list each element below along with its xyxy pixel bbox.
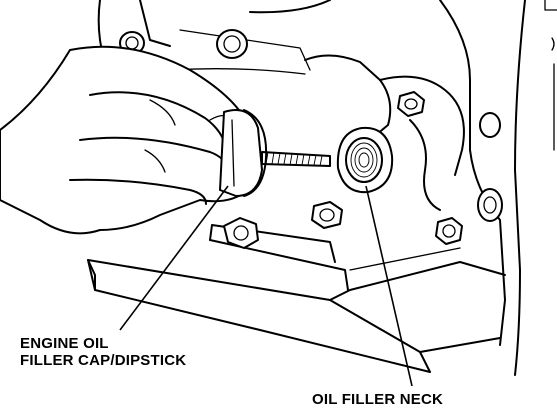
- bolt-top-right: [397, 91, 425, 117]
- filler-neck-callout: OIL FILLER NECK: [312, 391, 444, 408]
- bolt-side: [479, 112, 501, 138]
- filler-cap-callout: ENGINE OIL FILLER CAP/DIPSTICK: [20, 335, 186, 369]
- neck-leader-line: [365, 185, 413, 387]
- bolt-plate-center: [311, 201, 343, 229]
- base-plate: [87, 224, 506, 373]
- bolt-upper-left: [119, 31, 145, 55]
- bolt-lower-right: [435, 217, 463, 245]
- bolt-mid-right: [477, 188, 503, 222]
- cap-leader-line: [119, 185, 229, 331]
- filler-cap-callout-line2: FILLER CAP/DIPSTICK: [20, 352, 187, 369]
- dipstick: [261, 151, 331, 167]
- bolt-upper: [216, 29, 248, 59]
- bolt-plate-left: [223, 217, 259, 249]
- filler-cap-callout-line1: ENGINE OIL: [20, 335, 109, 352]
- hand: [0, 45, 251, 235]
- filler-cap: [219, 109, 268, 197]
- oil-filler-neck: [336, 126, 394, 194]
